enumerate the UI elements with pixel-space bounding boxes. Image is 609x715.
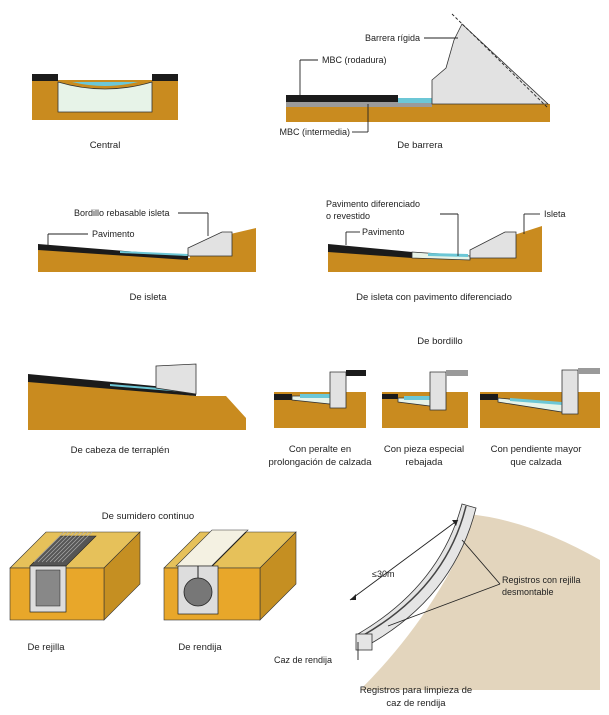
caption-cabeza-terraplen: De cabeza de terraplén <box>71 445 170 456</box>
diagram-bordillo-pendiente: Con pendiente mayor que calzada <box>480 368 600 468</box>
diagram-de-isleta: Pavimento Bordillo rebasable isleta De i… <box>38 208 256 303</box>
diagram-isleta-pavimento: Pavimento Pavimento diferenciado o reves… <box>326 199 566 303</box>
diagram-bordillo-peralte: Con peralte en prolongación de calzada <box>269 370 373 468</box>
label-isleta: Isleta <box>544 209 566 219</box>
label-bordillo-isleta: Bordillo rebasable isleta <box>74 208 170 218</box>
diagram-central: Central <box>32 74 178 151</box>
caption-isleta-pavimento: De isleta con pavimento diferenciado <box>356 292 512 303</box>
caption-rendija: De rendija <box>178 642 222 653</box>
label-pavimento-2: Pavimento <box>362 227 405 237</box>
label-pav-dif-1: Pavimento diferenciado <box>326 199 420 209</box>
caption-limpieza-1: Registros para limpieza de <box>360 685 472 696</box>
label-caz-rendija: Caz de rendija <box>274 655 332 665</box>
caption-de-barrera: De barrera <box>397 140 443 151</box>
caption-central: Central <box>90 140 121 151</box>
label-mbc-intermedia: MBC (intermedia) <box>279 127 350 137</box>
caption-pendiente-2: que calzada <box>510 457 562 468</box>
diagram-cabeza-terraplen: De cabeza de terraplén <box>28 363 246 456</box>
caption-pieza-2: rebajada <box>406 457 444 468</box>
diagram-rejilla: De rejilla <box>9 531 141 653</box>
caption-peralte-1: Con peralte en <box>289 444 351 455</box>
diagram-rendija: De rendija <box>163 529 297 653</box>
caption-de-isleta: De isleta <box>130 292 168 303</box>
label-pav-dif-2: o revestido <box>326 211 370 221</box>
label-registros-1: Registros con rejilla <box>502 575 581 585</box>
diagram-bordillo-pieza: Con pieza especial rebajada <box>382 370 468 468</box>
heading-de-bordillo: De bordillo <box>417 336 462 347</box>
caption-peralte-2: prolongación de calzada <box>269 457 373 468</box>
caption-pendiente-1: Con pendiente mayor <box>491 444 582 455</box>
label-le30m: ≤30m <box>372 569 394 579</box>
label-pavimento-1: Pavimento <box>92 229 135 239</box>
diagram-de-barrera: Barrera rígida MBC (rodadura) MBC (inter… <box>279 13 550 151</box>
label-barrera-rigida: Barrera rígida <box>365 33 420 43</box>
caption-rejilla: De rejilla <box>28 642 66 653</box>
label-registros-2: desmontable <box>502 587 554 597</box>
diagram-caz-rendija: ≤30m Registros con rejilla desmontable C… <box>274 503 600 709</box>
caption-limpieza-2: caz de rendija <box>386 698 446 709</box>
caption-pieza-1: Con pieza especial <box>384 444 464 455</box>
label-mbc-rodadura: MBC (rodadura) <box>322 55 387 65</box>
heading-de-sumidero: De sumidero continuo <box>102 511 194 522</box>
